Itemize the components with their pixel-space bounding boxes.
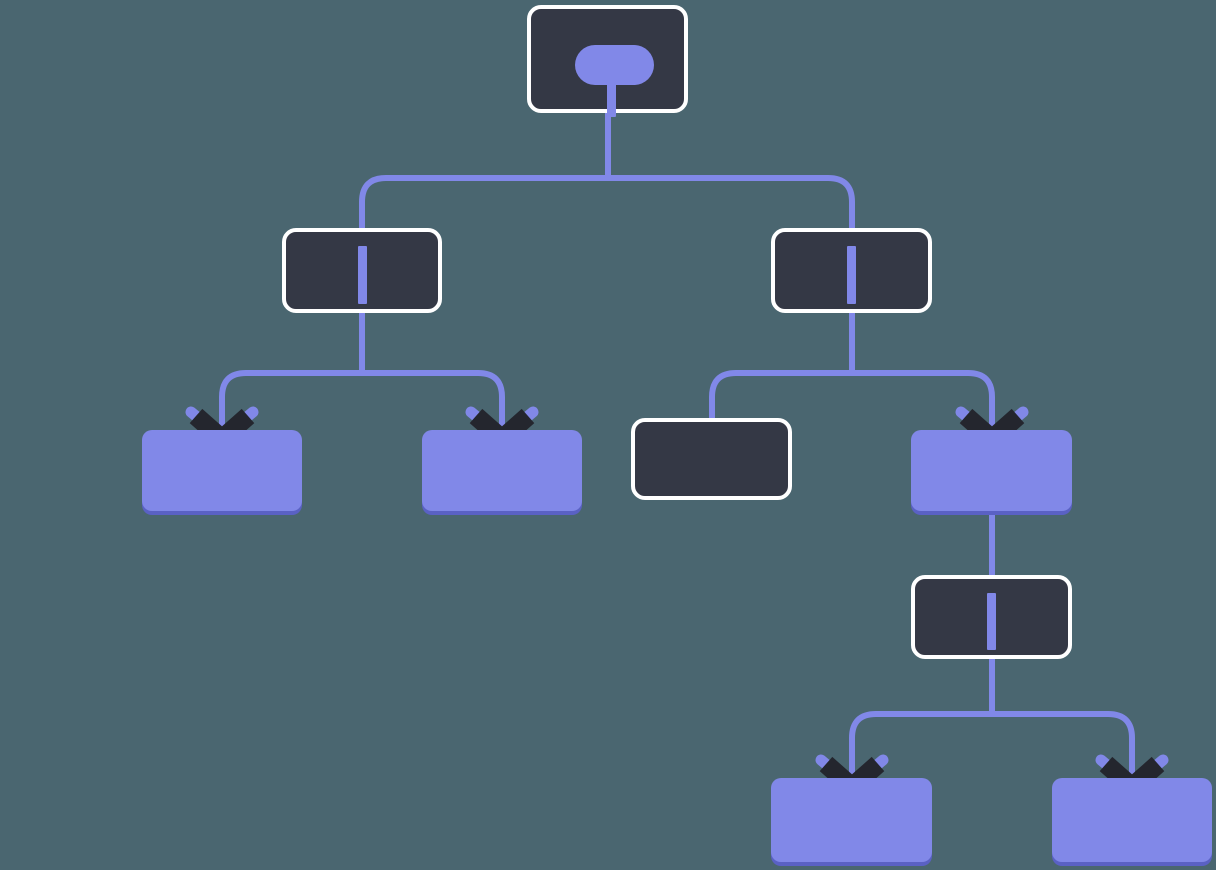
edge-n-left-1-to-leaf-b bbox=[359, 313, 505, 440]
node-n-left-1[interactable] bbox=[282, 228, 442, 313]
node-leaf-a[interactable] bbox=[142, 430, 302, 511]
node-inner-connector bbox=[987, 593, 996, 650]
node-inner-connector bbox=[357, 246, 367, 304]
edge-n-right-1-to-leaf-c-dark bbox=[709, 313, 855, 418]
node-n-right-3[interactable] bbox=[911, 575, 1072, 659]
node-n-right-1[interactable] bbox=[771, 228, 932, 313]
edge-n-right-3-to-leaf-d bbox=[849, 659, 995, 788]
node-leaf-c-dark[interactable] bbox=[631, 418, 792, 500]
node-leaf-b[interactable] bbox=[422, 430, 582, 511]
edge-n-right-1-to-n-right-2 bbox=[849, 313, 995, 440]
edge-n-left-1-to-leaf-a bbox=[219, 313, 365, 440]
edge-root-to-n-right-1 bbox=[605, 113, 855, 228]
edge-n-right-3-to-leaf-e bbox=[989, 659, 1135, 788]
node-inner-connector bbox=[847, 246, 856, 304]
root-node-pill bbox=[575, 45, 654, 85]
root-node-stem bbox=[607, 69, 616, 117]
edge-root-to-n-left-1 bbox=[359, 113, 611, 228]
node-root[interactable] bbox=[527, 5, 688, 117]
node-n-right-2[interactable] bbox=[911, 430, 1072, 511]
node-leaf-e[interactable] bbox=[1052, 778, 1212, 862]
node-leaf-d[interactable] bbox=[771, 778, 932, 862]
